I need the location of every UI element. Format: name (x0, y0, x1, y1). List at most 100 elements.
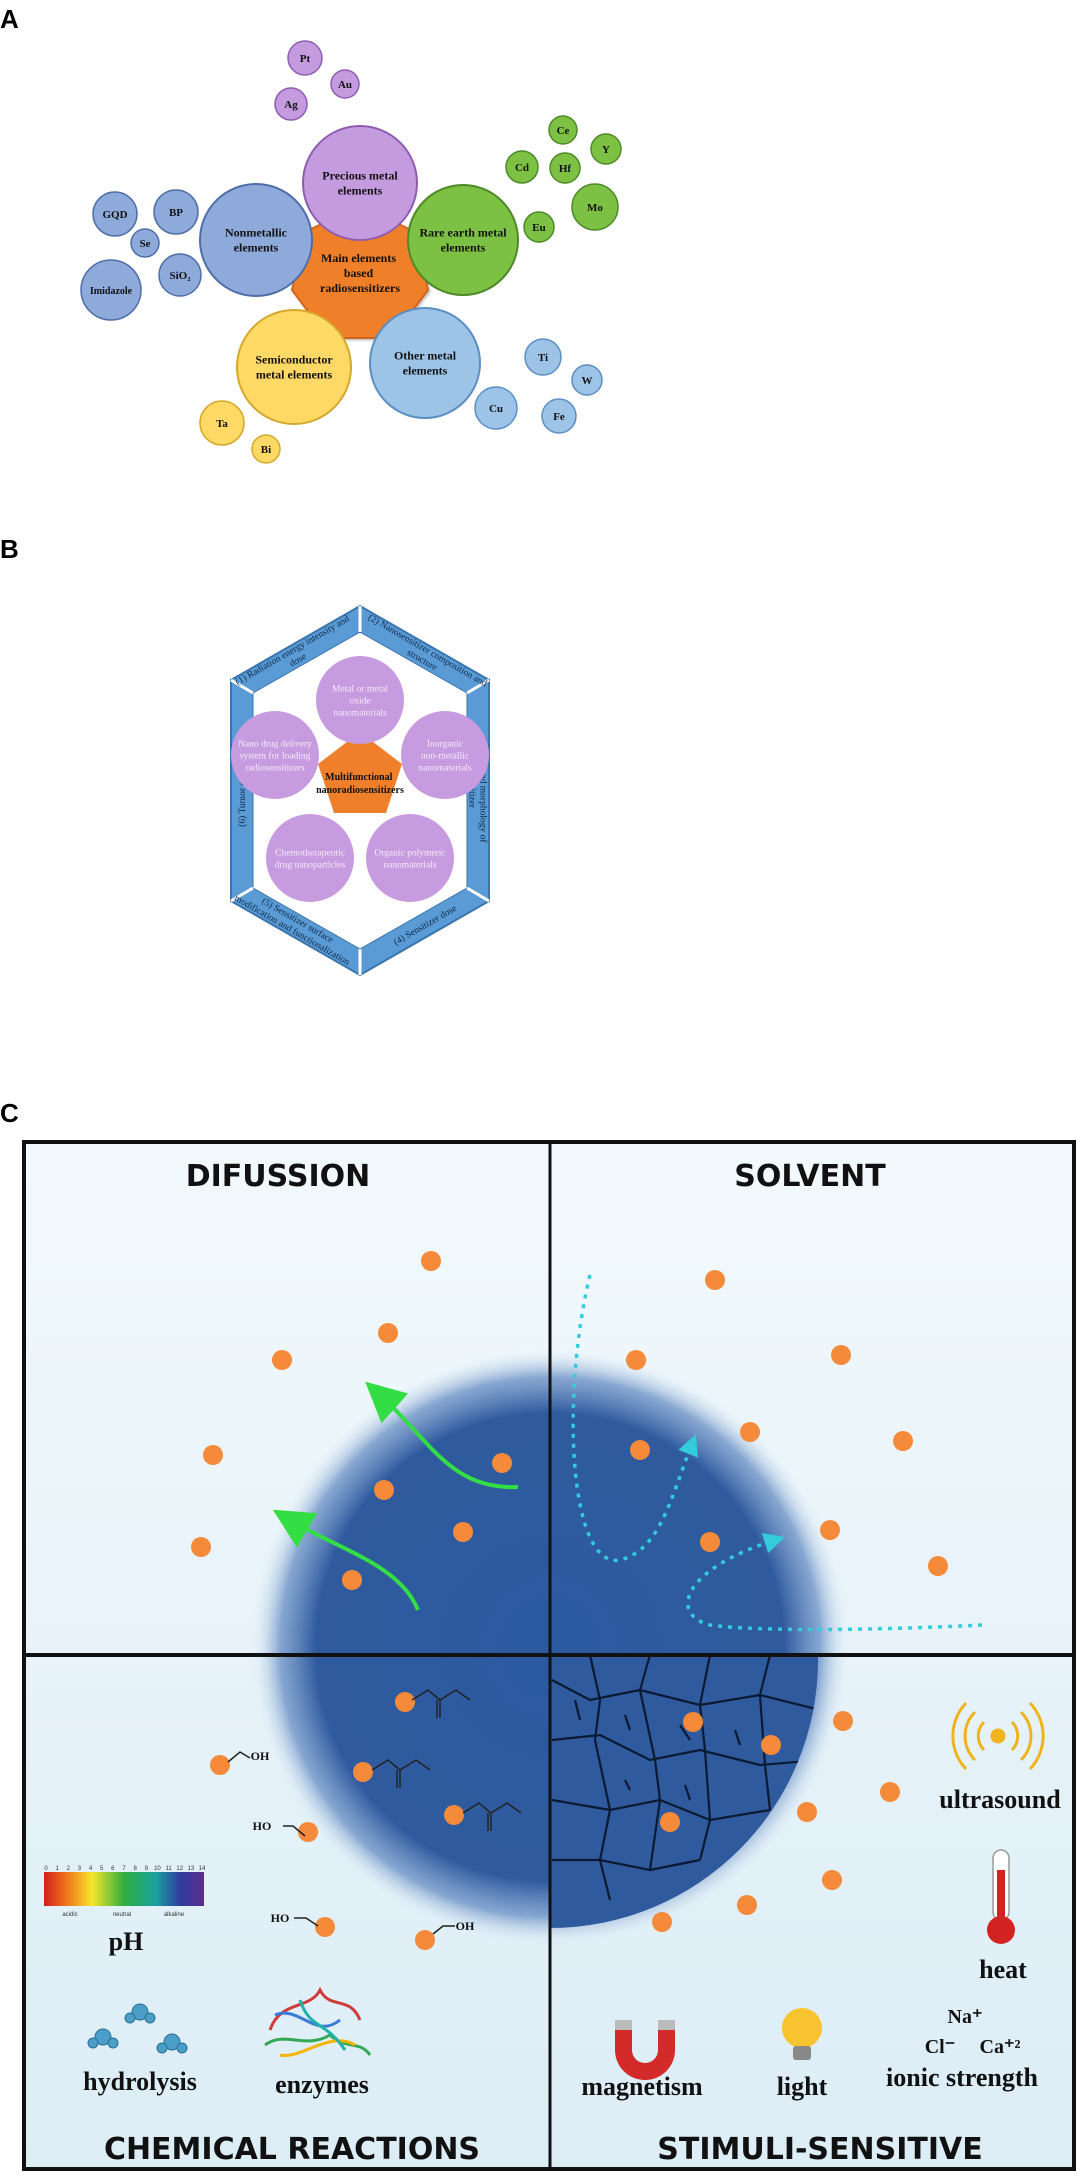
element-bubble-bi (251, 434, 281, 464)
element-label: Ce (557, 125, 570, 137)
drug-particle (700, 1532, 720, 1552)
nanomaterial-circle (266, 814, 354, 902)
drug-particle (705, 1270, 725, 1290)
cl-ion-label: Cl⁻ (925, 2036, 956, 2058)
ph-tick: 11 (165, 1866, 172, 1872)
element-label: Mo (587, 202, 603, 214)
element-label: Ta (216, 418, 228, 430)
drug-particle (191, 1537, 211, 1557)
drug-particle (272, 1350, 292, 1370)
element-label: Se (140, 238, 151, 250)
drug-particle (378, 1323, 398, 1343)
element-bubble-imidazole (80, 259, 142, 321)
drug-particle (928, 1556, 948, 1576)
ph-tick: 6 (111, 1866, 115, 1872)
element-bubble-cu (474, 386, 518, 430)
title-chemical-reactions: CHEMICAL REACTIONS (104, 2132, 480, 2167)
drug-particle (683, 1712, 703, 1732)
category-bubble (236, 309, 352, 425)
ph-tick: 13 (188, 1866, 195, 1872)
element-bubble-ag (274, 87, 308, 121)
ho-label-1: HO (253, 1819, 272, 1833)
ph-label: pH (109, 1927, 144, 1956)
element-label: SiO₂ (169, 270, 191, 282)
hexagon-dividers (230, 606, 490, 975)
drug-particle (893, 1431, 913, 1451)
drug-particle (880, 1782, 900, 1802)
ph-tick: 12 (176, 1866, 183, 1872)
element-bubble-bp (153, 189, 199, 235)
center-pentagon (318, 732, 402, 813)
quadrant-grid (22, 1140, 1076, 2171)
drug-particle (737, 1895, 757, 1915)
drug-particle (740, 1422, 760, 1442)
drug-particle (342, 1570, 362, 1590)
center-label-line3: radiosensitizers (320, 281, 400, 295)
element-label: Cd (515, 162, 529, 174)
enzyme-protein-icon (264, 1986, 372, 2058)
alcohol-molecules (227, 1751, 455, 1935)
magnetism-label: magnetism (581, 2072, 703, 2101)
drug-particle (492, 1453, 512, 1473)
ph-tick: 0 (44, 1866, 48, 1872)
heat-label: heat (979, 1955, 1027, 1984)
panel-label-b: B (0, 534, 19, 564)
drug-particle (761, 1735, 781, 1755)
element-bubble-au (330, 69, 360, 99)
oh-label-1: OH (251, 1749, 270, 1763)
element-bubble-hf (549, 152, 581, 184)
solvent-arrows (571, 1274, 983, 1632)
drug-particle (203, 1445, 223, 1465)
drug-particle (353, 1762, 373, 1782)
element-label: Y (602, 144, 610, 156)
element-bubble-gqd (92, 191, 138, 237)
category-bubble (302, 125, 418, 241)
crack-pattern (550, 1654, 818, 1928)
ph-tick: 4 (89, 1866, 93, 1872)
ph-tick: 14 (199, 1866, 206, 1872)
ph-tick: 7 (122, 1866, 126, 1872)
nanomaterial-circle (316, 656, 404, 744)
panel-label-c: C (0, 1098, 19, 1128)
category-bubble (369, 307, 481, 419)
ph-tick: 5 (100, 1866, 104, 1872)
element-label: Pt (300, 53, 311, 65)
nanomaterial-circle (231, 711, 319, 799)
ph-tick: 2 (67, 1866, 71, 1872)
drug-particle (652, 1912, 672, 1932)
category-bubble (199, 183, 313, 297)
center-label: Main elements based radiosensitizers (320, 251, 400, 295)
svg-text:(3) Size and morphology ofsens: (3) Size and morphology ofsensitizer (467, 737, 489, 843)
ph-axis-label: neutral (113, 1912, 131, 1918)
drug-particle (421, 1251, 441, 1271)
ph-tick: 10 (154, 1866, 161, 1872)
element-label: Fe (553, 411, 565, 423)
drug-particle (820, 1520, 840, 1540)
ph-axis-label: acidic (62, 1912, 77, 1918)
center-label-line2: based (344, 266, 374, 280)
svg-text:(6) Tumor cell type: (6) Tumor cell type (237, 753, 248, 827)
drug-particle (822, 1870, 842, 1890)
drug-particle (660, 1812, 680, 1832)
title-solvent: SOLVENT (734, 1159, 886, 1194)
nanomaterial-circle (366, 814, 454, 902)
light-bulb-icon (782, 2008, 822, 2060)
element-label: Eu (532, 222, 545, 234)
element-bubble-ta (199, 400, 245, 446)
na-ion-label: Na⁺ (948, 2006, 983, 2028)
panel-label-a: A (0, 4, 19, 34)
drug-particle (831, 1345, 851, 1365)
water-molecules-icon (87, 2003, 188, 2054)
element-bubble-sio₂ (158, 253, 202, 297)
ph-tick: 8 (133, 1866, 137, 1872)
element-bubble-ce (548, 115, 578, 145)
